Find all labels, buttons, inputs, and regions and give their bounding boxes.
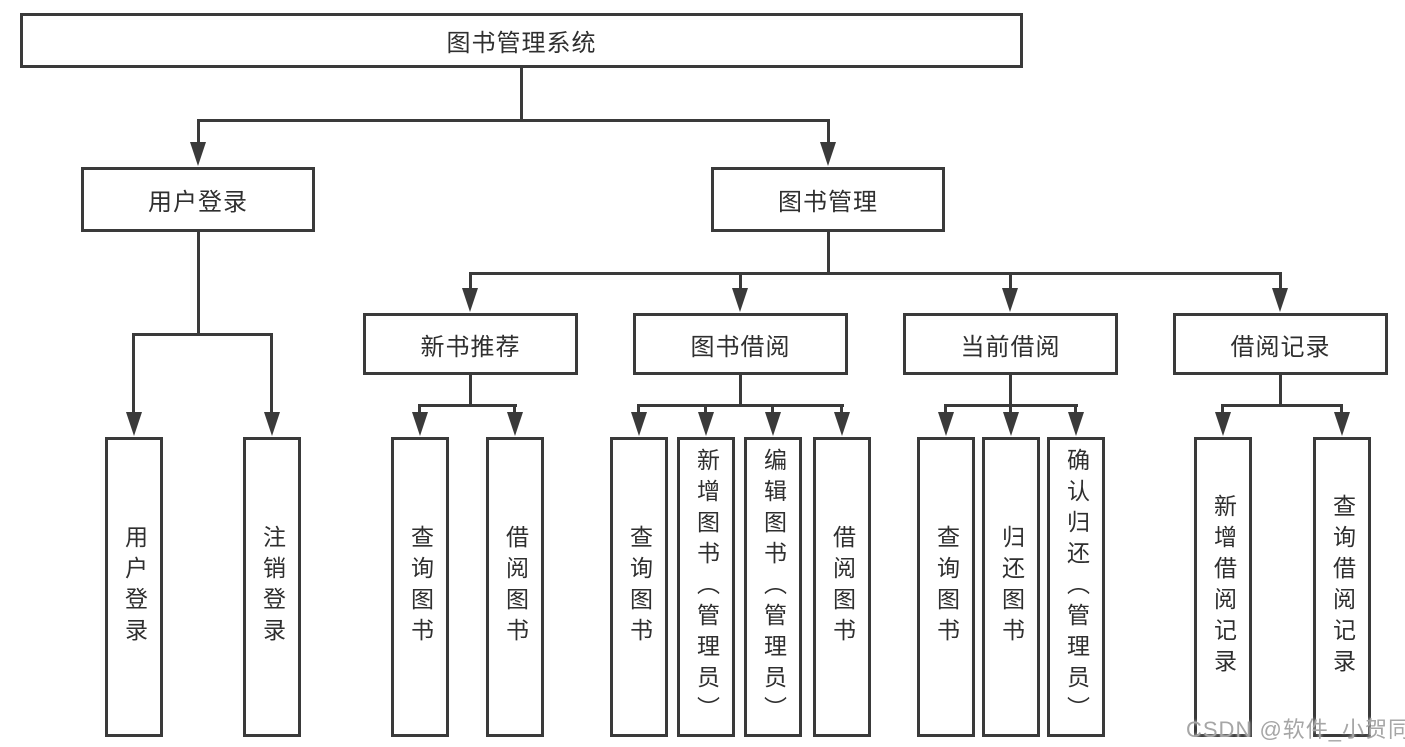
connector-line	[469, 272, 472, 290]
leaf-query-book-current: 查询图书	[917, 437, 975, 737]
leaf-edit-book-admin: 编辑图书（管理员）	[744, 437, 802, 737]
arrowhead-icon	[412, 412, 428, 436]
connector-line	[739, 373, 742, 406]
arrowhead-icon	[1334, 412, 1350, 436]
node-user-login: 用户登录	[81, 167, 315, 232]
leaf-label: 编辑图书（管理员）	[760, 447, 787, 727]
connector-line	[1221, 404, 1343, 407]
leaf-label: 查询图书	[407, 525, 434, 649]
leaf-label: 注销登录	[259, 525, 286, 649]
leaf-label: 归还图书	[998, 525, 1025, 649]
arrowhead-icon	[820, 142, 836, 166]
arrowhead-icon	[631, 412, 647, 436]
connector-line	[132, 333, 273, 336]
connector-line	[827, 119, 830, 145]
node-book-borrow-label: 图书借阅	[690, 333, 791, 361]
arrowhead-icon	[1003, 412, 1019, 436]
leaf-label: 用户登录	[121, 525, 148, 649]
leaf-label: 新增借阅记录	[1210, 494, 1237, 680]
arrowhead-icon	[698, 412, 714, 436]
connector-line	[197, 119, 830, 122]
leaf-label: 确认归还（管理员）	[1063, 447, 1090, 727]
leaf-logout: 注销登录	[243, 437, 301, 737]
connector-line	[739, 272, 742, 290]
leaf-label: 借阅图书	[829, 525, 856, 649]
arrowhead-icon	[264, 412, 280, 436]
connector-line	[704, 404, 707, 415]
connector-line	[827, 230, 830, 275]
leaf-label: 查询借阅记录	[1329, 494, 1356, 680]
node-borrow-records-label: 借阅记录	[1230, 333, 1331, 361]
leaf-label: 借阅图书	[502, 525, 529, 649]
node-new-book-recommend-label: 新书推荐	[420, 333, 521, 361]
arrowhead-icon	[126, 412, 142, 436]
node-root-label: 图书管理系统	[446, 30, 597, 57]
connector-line	[270, 333, 273, 415]
arrowhead-icon	[834, 412, 850, 436]
node-book-borrow: 图书借阅	[633, 313, 848, 375]
leaf-confirm-return-admin: 确认归还（管理员）	[1047, 437, 1105, 737]
arrowhead-icon	[462, 288, 478, 312]
node-new-book-recommend: 新书推荐	[363, 313, 578, 375]
arrowhead-icon	[938, 412, 954, 436]
leaf-query-book-recommend: 查询图书	[391, 437, 449, 737]
connector-line	[1009, 272, 1012, 290]
connector-line	[1340, 404, 1343, 415]
leaf-query-book-borrow: 查询图书	[610, 437, 668, 737]
leaf-label: 新增图书（管理员）	[693, 447, 720, 727]
leaf-borrow-book: 借阅图书	[813, 437, 871, 737]
arrowhead-icon	[765, 412, 781, 436]
connector-line	[520, 66, 523, 121]
leaf-label: 查询图书	[933, 525, 960, 649]
connector-line	[418, 404, 517, 407]
leaf-user-login: 用户登录	[105, 437, 163, 737]
node-book-management: 图书管理	[711, 167, 945, 232]
leaf-query-borrow-record: 查询借阅记录	[1313, 437, 1371, 737]
arrowhead-icon	[1002, 288, 1018, 312]
node-current-borrow-label: 当前借阅	[960, 333, 1061, 361]
connector-line	[1074, 404, 1077, 415]
node-current-borrow: 当前借阅	[903, 313, 1118, 375]
node-root: 图书管理系统	[20, 13, 1023, 68]
leaf-add-book-admin: 新增图书（管理员）	[677, 437, 735, 737]
connector-line	[840, 404, 843, 415]
node-borrow-records: 借阅记录	[1173, 313, 1388, 375]
node-user-login-label: 用户登录	[148, 189, 248, 216]
connector-line	[771, 404, 774, 415]
connector-line	[1009, 404, 1012, 415]
leaf-return-book: 归还图书	[982, 437, 1040, 737]
connector-line	[944, 404, 947, 415]
connector-line	[637, 404, 844, 407]
connector-line	[132, 333, 135, 415]
connector-line	[469, 373, 472, 406]
arrowhead-icon	[1068, 412, 1084, 436]
leaf-borrow-book-recommend: 借阅图书	[486, 437, 544, 737]
leaf-add-borrow-record: 新增借阅记录	[1194, 437, 1252, 737]
leaf-label: 查询图书	[626, 525, 653, 649]
connector-line	[1279, 373, 1282, 406]
arrowhead-icon	[732, 288, 748, 312]
connector-line	[197, 119, 200, 145]
arrowhead-icon	[1272, 288, 1288, 312]
watermark-text: CSDN @软件_小贺同学	[1186, 717, 1405, 742]
connector-line	[1279, 272, 1282, 290]
connector-line	[197, 230, 200, 335]
arrowhead-icon	[1215, 412, 1231, 436]
connector-line	[513, 404, 516, 415]
connector-line	[1221, 404, 1224, 415]
arrowhead-icon	[190, 142, 206, 166]
connector-line	[637, 404, 640, 415]
connector-line	[418, 404, 421, 415]
connector-line	[469, 272, 1282, 275]
connector-line	[1009, 373, 1012, 406]
arrowhead-icon	[507, 412, 523, 436]
node-book-management-label: 图书管理	[778, 189, 878, 216]
